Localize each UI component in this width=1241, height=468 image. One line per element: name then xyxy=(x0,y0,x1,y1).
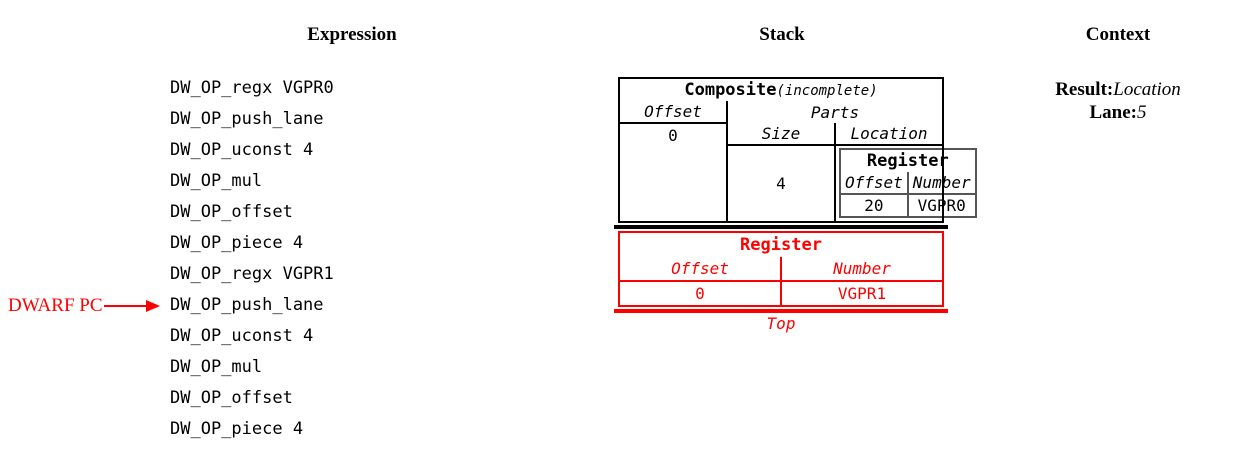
composite-location-header: Location xyxy=(835,123,943,146)
composite-parts-header: Parts xyxy=(810,102,860,122)
top-register-number-header: Number xyxy=(781,257,943,282)
inner-register-header-row: Offset Number xyxy=(840,172,976,195)
inner-register-title-row: Register xyxy=(840,149,976,172)
top-register-value-row: 0 VGPR1 xyxy=(619,281,943,306)
expression-operation: DW_OP_piece 4 xyxy=(170,419,304,439)
top-register-offset-header: Offset xyxy=(619,257,782,282)
expression-operation: DW_OP_regx VGPR0 xyxy=(170,78,334,98)
context-lane-value: 5 xyxy=(1137,102,1147,123)
expression-operation: DW_OP_push_lane xyxy=(170,295,324,315)
inner-register-offset-value: 20 xyxy=(840,194,909,217)
expression-operation: DW_OP_offset xyxy=(170,388,293,408)
top-register-title: Register xyxy=(740,235,822,255)
inner-register-offset-header: Offset xyxy=(840,172,909,195)
composite-title-row: Composite(incomplete) xyxy=(619,78,943,101)
context-column: Result:Location Lane:5 xyxy=(1018,78,1218,124)
expression-operation: DW_OP_uconst 4 xyxy=(170,140,314,160)
composite-entry-table: Composite(incomplete) Offset Parts 0 Siz… xyxy=(618,77,977,223)
composite-offset-header: Offset xyxy=(619,101,728,124)
expression-operation: DW_OP_uconst 4 xyxy=(170,326,314,346)
expression-operation: DW_OP_offset xyxy=(170,202,293,222)
column-header-stack: Stack xyxy=(759,24,805,45)
composite-part-row: 4 Register Offset Number 20 VGPR0 xyxy=(619,145,977,222)
composite-title-suffix: (incomplete) xyxy=(776,83,878,99)
expression-operation: DW_OP_regx VGPR1 xyxy=(170,264,334,284)
composite-title-cell: Composite(incomplete) xyxy=(619,78,943,101)
composite-subheader-row: 0 Size Location xyxy=(619,123,943,222)
inner-register-number-value: VGPR0 xyxy=(917,196,966,215)
context-result-value: Location xyxy=(1113,79,1181,100)
expression-operation: DW_OP_piece 4 xyxy=(170,233,304,253)
inner-register-value-row: 20 VGPR0 xyxy=(840,194,976,217)
context-result-row: Result:Location xyxy=(1018,78,1218,101)
expression-operation: DW_OP_mul xyxy=(170,171,263,191)
context-lane-key: Lane: xyxy=(1089,102,1138,123)
column-header-expression: Expression xyxy=(307,24,397,45)
composite-offset-value: 0 xyxy=(619,123,728,222)
stack-entry-separator xyxy=(614,225,948,229)
composite-header-row: Offset Parts xyxy=(619,101,943,124)
stack-column: Composite(incomplete) Offset Parts 0 Siz… xyxy=(614,77,977,333)
expression-operation: DW_OP_mul xyxy=(170,357,263,377)
context-lane-row: Lane:5 xyxy=(1018,101,1218,124)
composite-title: Composite xyxy=(684,80,777,100)
expression-operation: DW_OP_push_lane xyxy=(170,109,324,129)
top-register-title-row: Register xyxy=(619,232,943,257)
top-register-number-value: VGPR1 xyxy=(837,284,887,303)
top-register-header-row: Offset Number xyxy=(619,257,943,282)
inner-register-number-header: Number xyxy=(907,172,976,195)
arrow-right-icon xyxy=(103,299,162,312)
inner-register-table: Register Offset Number 20 VGPR0 xyxy=(839,148,977,218)
top-register-table: Register Offset Number 0 VGPR1 xyxy=(618,231,944,307)
top-register-offset-value: 0 xyxy=(619,281,782,306)
composite-location-value: Register Offset Number 20 VGPR0 xyxy=(835,145,977,222)
stack-top-entry: Register Offset Number 0 VGPR1 Top xyxy=(614,231,948,333)
composite-size-header: Size xyxy=(727,123,836,146)
column-header-context: Context xyxy=(1085,24,1151,45)
stack-top-rule xyxy=(614,309,948,313)
composite-size-value: 4 xyxy=(727,145,836,222)
inner-register-title: Register xyxy=(866,151,949,171)
dwarf-pc-label: DWARF PC xyxy=(8,295,103,316)
dwarf-pc-pointer: DWARF PC xyxy=(8,296,162,315)
stack-top-label: Top xyxy=(766,314,796,333)
context-result-key: Result: xyxy=(1055,79,1114,100)
